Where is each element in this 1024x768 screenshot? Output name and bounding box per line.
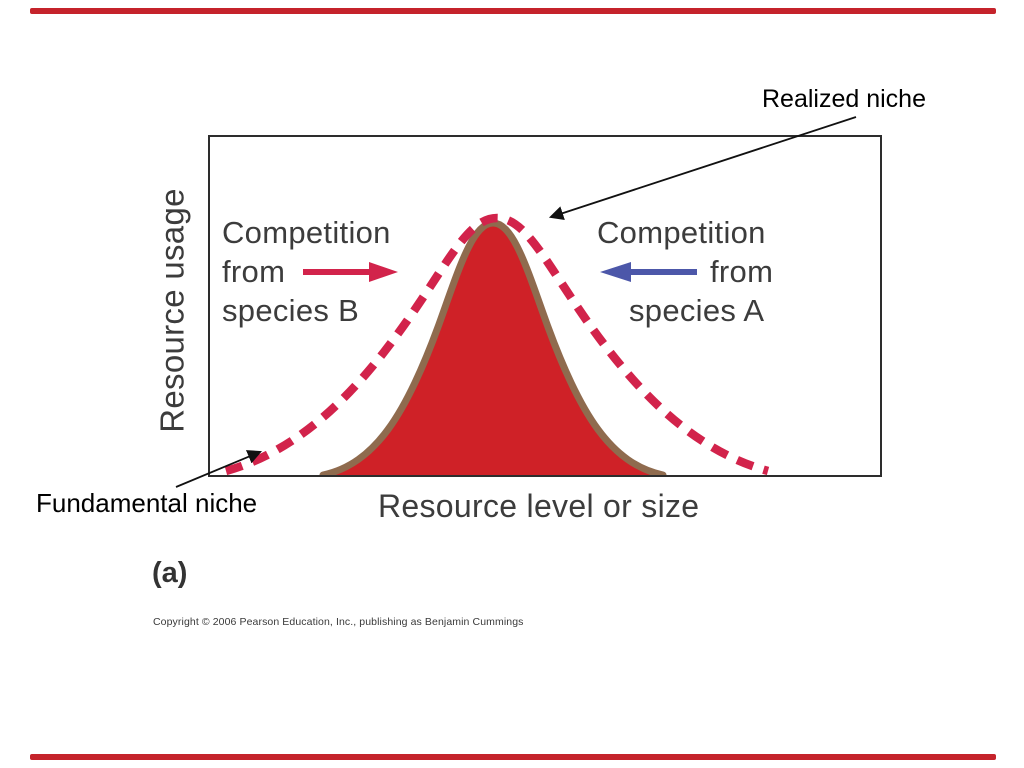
panel-letter-label: (a) xyxy=(152,557,188,589)
right-annotation-line3: species A xyxy=(629,293,765,328)
niche-curves-canvas xyxy=(224,213,770,475)
species-b-competition-arrow xyxy=(303,262,398,282)
realized-niche-outline xyxy=(319,219,667,475)
x-axis-label: Resource level or size xyxy=(378,488,700,524)
realized-niche-fill xyxy=(323,223,663,475)
left-annotation-line2: from xyxy=(222,254,286,289)
species-a-competition-arrow xyxy=(600,262,697,282)
y-axis-label: Resource usage xyxy=(153,188,191,433)
realized-niche-label: Realized niche xyxy=(762,85,926,113)
copyright-text: Copyright © 2006 Pearson Education, Inc.… xyxy=(153,616,524,628)
right-annotation-line2: from xyxy=(710,254,774,289)
fundamental-niche-label: Fundamental niche xyxy=(36,488,258,518)
fundamental-niche-curve xyxy=(224,213,770,475)
left-annotation-line3: species B xyxy=(222,293,360,328)
right-annotation-line1: Competition xyxy=(597,215,766,250)
left-annotation-line1: Competition xyxy=(222,215,391,250)
slide-accent-bar-top xyxy=(30,8,996,14)
slide-accent-bar-bottom xyxy=(30,754,996,760)
